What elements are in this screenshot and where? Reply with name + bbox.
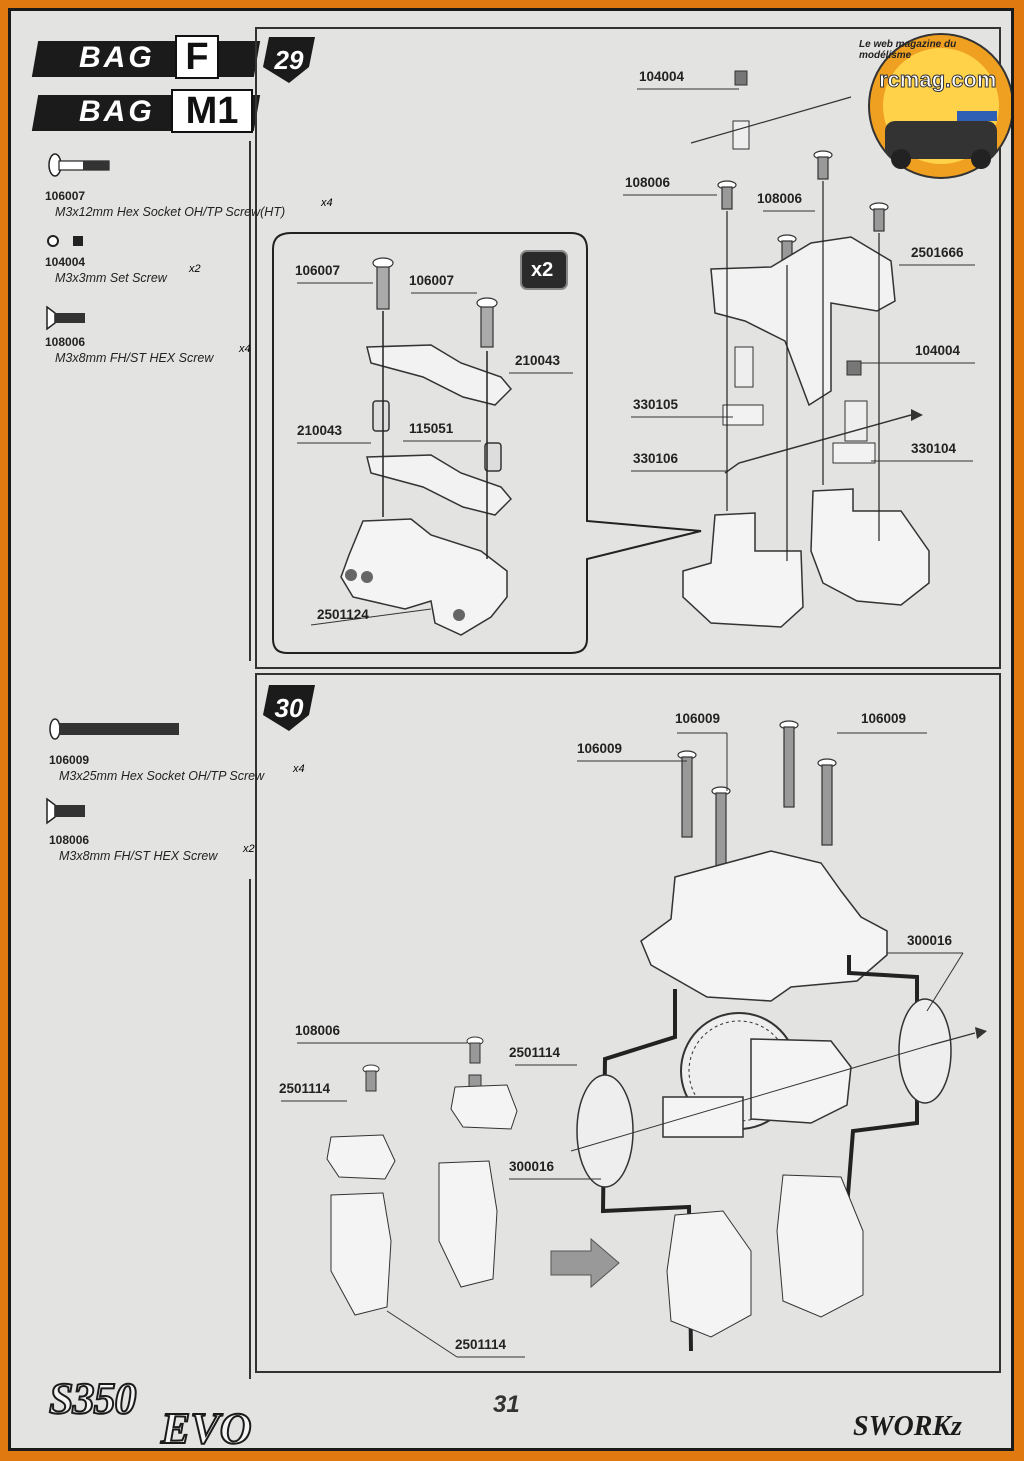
brand-logo: SWORKz [853,1411,962,1442]
bag-f-label: BAG [79,41,155,74]
manual-page: BAG F BAG M1 29 30 10600 [8,8,1014,1451]
step29-number: 29 [274,45,304,75]
callout-plate: 2501666 [911,245,964,260]
callout-inset-plate-bottom: 210043 [297,423,343,438]
step29-parts-icons [46,153,110,331]
step30-panel [255,673,1001,1373]
part-desc: M3x25mm Hex Socket OH/TP Screw [59,769,265,783]
callout-screw-top-left: 106009 [577,741,623,756]
callout-blocks: 2501114 [455,1337,507,1352]
page-number: 31 [493,1391,520,1418]
bag-f-letter: F [175,35,219,79]
part-code: 106009 [49,753,90,767]
step30-badge: 30 [263,685,315,731]
step29-drawing [272,70,975,654]
part-desc: M3x8mm FH/ST HEX Screw [55,351,214,365]
callout-screw-top-mid: 106009 [675,711,721,726]
part-qty: x4 [321,197,333,209]
step30-number: 30 [274,693,304,723]
callout-post-right: 330104 [911,441,957,456]
callout-post-left: 330105 [633,397,679,412]
screw-106007-icon [48,153,110,177]
part-qty: x4 [239,343,251,355]
callout-inset-block: 2501124 [317,607,369,622]
screw-106009-icon [49,718,179,740]
part-qty: x2 [243,843,255,855]
part-desc: M3x12mm Hex Socket OH/TP Screw(HT) [55,205,286,219]
callout-screw-left: 108006 [625,175,671,190]
callout-screw-top-right: 106009 [861,711,907,726]
bag-m1-letter: M1 [171,89,253,133]
callout-inset-screw-right: 106007 [409,273,455,288]
part-106007: 106007 M3x12mm Hex Socket OH/TP Screw(HT… [45,189,285,219]
callout-set-screw-right: 104004 [915,343,961,358]
set-screw-104004-icon [47,235,83,247]
step29-panel [255,27,1001,669]
callout-set-screw-top: 104004 [639,69,685,84]
step30-parts-icons [46,718,179,825]
callout-inset-plate-top: 210043 [515,353,561,368]
callout-pin: 330106 [633,451,679,466]
callout-disc-right: 300016 [907,933,953,948]
callout-inset-screw-left: 106007 [295,263,341,278]
callout-disc-left: 300016 [509,1159,555,1174]
bag-m1-label: BAG [79,95,155,128]
part-code: 108006 [45,335,86,349]
model-logo: S350 [48,1373,138,1424]
callout-inset-spring: 115051 [409,421,454,436]
callout-cap-right: 2501114 [509,1045,561,1060]
callout-cap-left: 2501114 [279,1081,331,1096]
rcmag-watermark-icon [868,33,1011,179]
callout-screw-small: 108006 [295,1023,341,1038]
part-desc: M3x8mm FH/ST HEX Screw [59,849,218,863]
step29-badge: 29 [263,37,315,83]
inset-multiplier: x2 [531,259,554,281]
part-code: 108006 [49,833,90,847]
part-code: 104004 [45,255,86,269]
screw-108006-icon [46,797,85,825]
callout-screw-mid: 108006 [757,191,803,206]
divider-step30 [249,879,251,1379]
part-qty: x4 [293,763,305,775]
part-code: 106007 [45,189,86,203]
part-108006: 108006 M3x8mm FH/ST HEX Screw [49,833,217,863]
step30-drawing [281,720,987,1358]
watermark-tagline: Le web magazine du modélisme [859,39,957,61]
part-desc: M3x3mm Set Screw [55,271,167,285]
divider-step29 [249,141,251,661]
part-104004: 104004 M3x3mm Set Screw [45,255,167,285]
part-qty: x2 [189,263,201,275]
screw-108006-icon [46,305,85,331]
part-106009: 106009 M3x25mm Hex Socket OH/TP Screw [49,753,264,783]
part-108006: 108006 M3x8mm FH/ST HEX Screw [45,335,213,365]
watermark-site: rcmag.com [878,67,997,93]
model-suffix-logo: EVO [160,1403,252,1451]
